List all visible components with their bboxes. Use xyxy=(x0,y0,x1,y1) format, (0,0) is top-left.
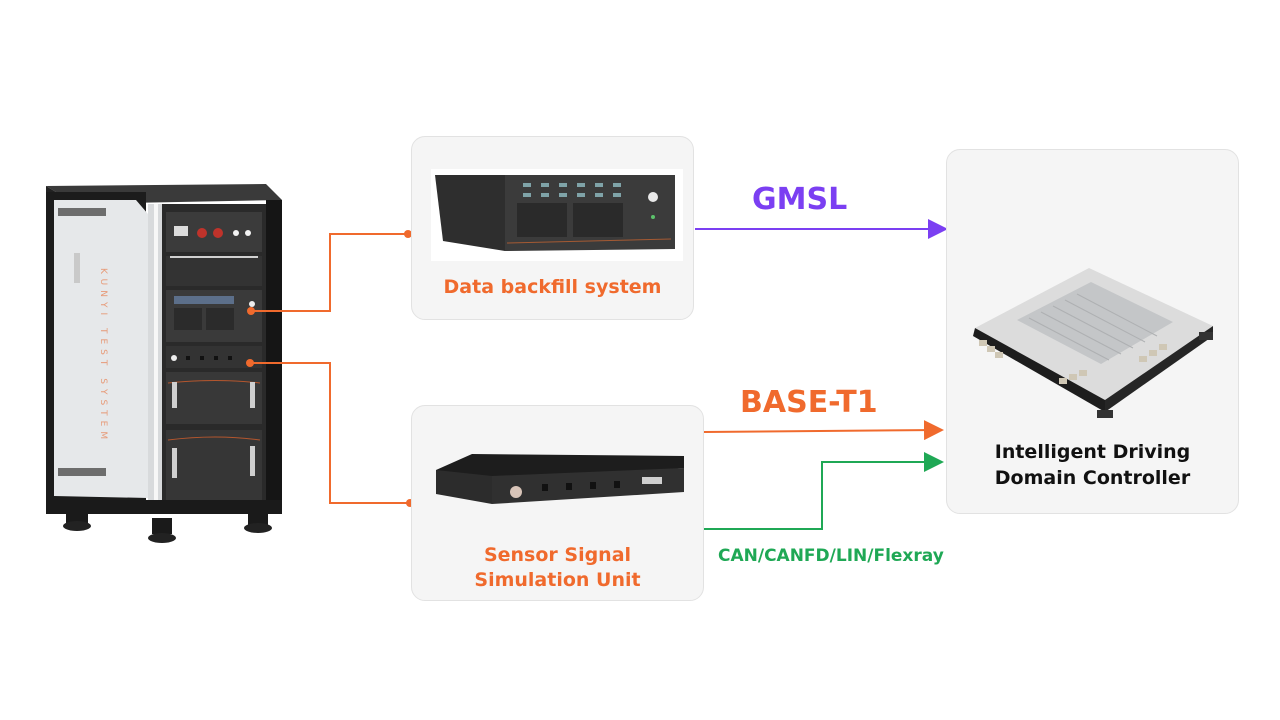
base-t1-label: BASE-T1 xyxy=(740,385,878,420)
test-system-cabinet: KUNYI TEST SYSTEM xyxy=(36,178,294,558)
sensor-sim-image xyxy=(432,448,692,508)
domain-controller-ecu-icon xyxy=(973,268,1213,418)
edge-test-system-to-data-backfill xyxy=(247,230,412,315)
edge-can-bus xyxy=(704,452,944,530)
sensor-sim-label-line1: Sensor Signal xyxy=(483,544,632,566)
data-backfill-card[interactable]: Data backfill system xyxy=(411,136,694,320)
can-bus-label: CAN/CANFD/LIN/Flexray xyxy=(718,546,944,566)
domain-controller-label-line1: Intelligent Driving xyxy=(994,441,1191,463)
rack-mount-chassis-1u-icon xyxy=(436,454,684,504)
rack-mount-chassis-4u-icon xyxy=(435,175,675,251)
domain-controller-image xyxy=(969,260,1219,420)
data-backfill-label: Data backfill system xyxy=(443,276,662,298)
data-backfill-image xyxy=(431,169,683,261)
edge-base-t1 xyxy=(703,420,944,441)
domain-controller-card[interactable]: Intelligent Driving Domain Controller xyxy=(946,149,1239,514)
edge-test-system-to-sensor-sim xyxy=(246,359,414,507)
server-rack-cabinet-icon xyxy=(46,184,282,543)
domain-controller-label-line2: Domain Controller xyxy=(994,467,1191,489)
gmsl-label: GMSL xyxy=(752,182,848,217)
sensor-sim-card[interactable]: Sensor Signal Simulation Unit xyxy=(411,405,704,601)
sensor-sim-label-line2: Simulation Unit xyxy=(474,569,641,591)
cabinet-side-text: KUNYI TEST SYSTEM xyxy=(98,268,108,445)
